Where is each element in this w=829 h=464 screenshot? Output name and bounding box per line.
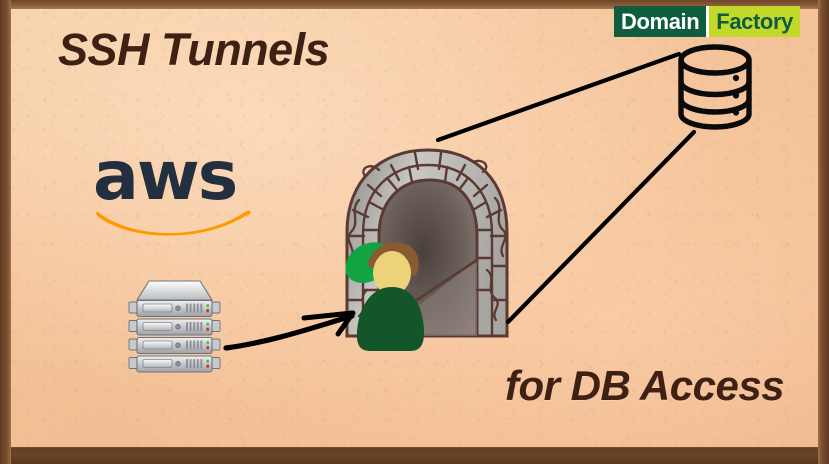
aws-smile-icon [96, 210, 251, 236]
logo-factory-label: Factory [709, 6, 800, 37]
canvas-edge-right [818, 0, 829, 464]
server-rack-icon [127, 279, 222, 379]
logo-domain-label: Domain [614, 6, 707, 37]
canvas-edge-bottom [0, 447, 829, 464]
logo-separator [706, 6, 710, 37]
page-subtitle: for DB Access [505, 362, 785, 409]
person-traveler-icon [340, 225, 440, 360]
aws-logo: aws [93, 137, 253, 238]
database-cylinder-icon [674, 44, 756, 135]
aws-wordmark: aws [93, 137, 238, 216]
page-title: SSH Tunnels [58, 24, 330, 75]
domain-factory-logo: Domain Factory [614, 6, 800, 37]
canvas-edge-left [0, 0, 11, 464]
canvas-edge-top [0, 0, 829, 9]
